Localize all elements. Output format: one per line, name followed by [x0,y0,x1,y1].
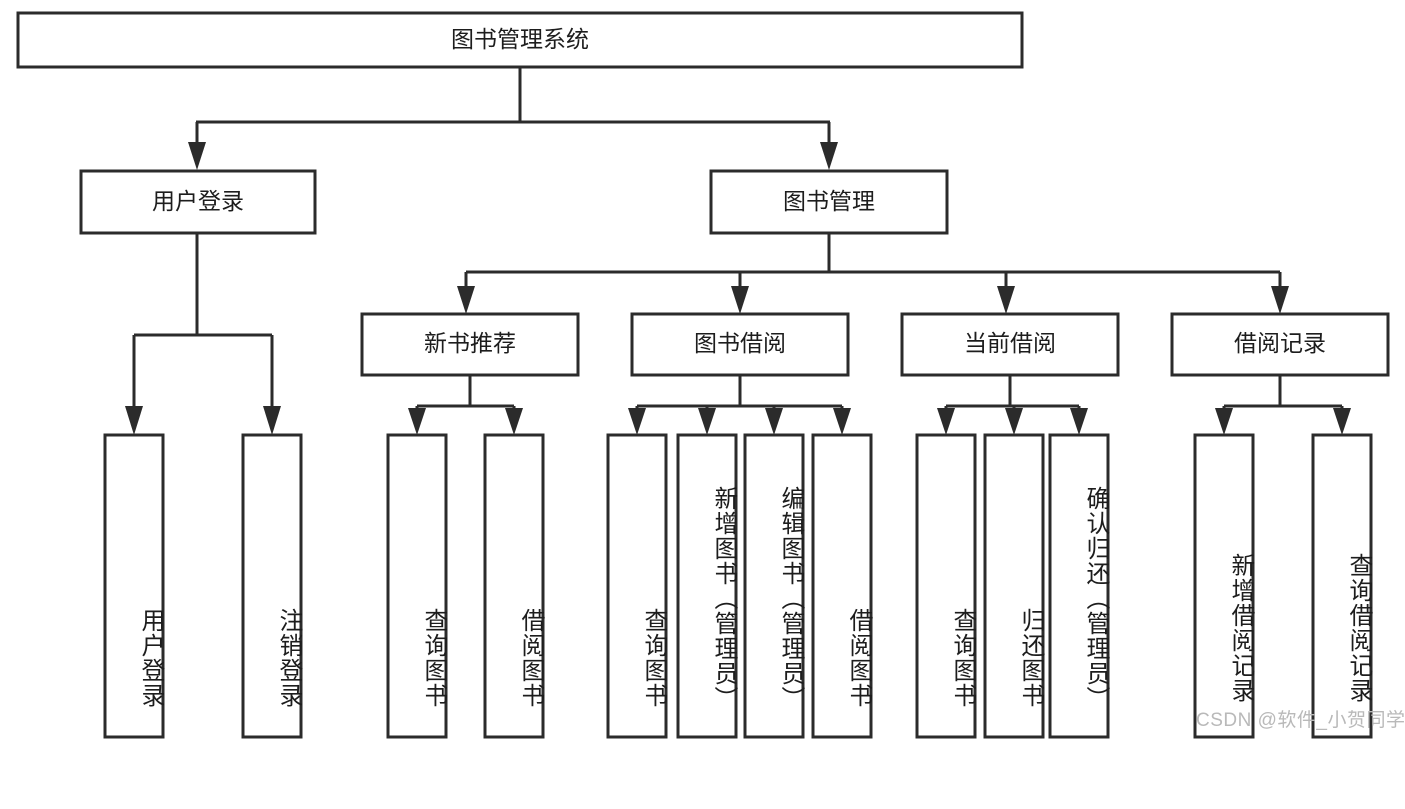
node-leaf-add-book-box[interactable] [676,433,738,739]
node-current-borrow[interactable]: 当前借阅 [900,312,1120,377]
node-current-borrow-box[interactable] [900,312,1120,377]
connector-group-current-borrow-children [937,375,1088,435]
node-leaf-user-logout-box[interactable] [241,433,303,739]
node-root-box[interactable] [16,11,1024,69]
arrow-head-borrow-record [1271,286,1289,314]
node-leaf-query-book-3-box[interactable] [915,433,977,739]
arrow-head-leaf-borrow-book-1 [505,408,523,435]
node-leaf-borrow-book-2-box[interactable] [811,433,873,739]
node-root[interactable]: 图书管理系统 [16,11,1024,69]
node-user-login[interactable]: 用户登录 [79,169,317,235]
node-new-book-rec-label: 新书推荐 [424,330,516,356]
node-book-borrow-box[interactable] [630,312,850,377]
node-book-manage-box[interactable] [709,169,949,235]
connector-group-new-book-rec-children [408,375,523,435]
node-leaf-add-record-box[interactable] [1193,433,1255,739]
node-leaf-edit-book-box[interactable] [743,433,805,739]
watermark-text: CSDN @软件_小贺同学 [1196,710,1405,731]
node-book-borrow-label: 图书借阅 [694,330,786,356]
node-book-manage[interactable]: 图书管理 [709,169,949,235]
arrow-head-book-manage [820,142,838,170]
node-leaf-user-login-box[interactable] [103,433,165,739]
node-user-login-box[interactable] [79,169,317,235]
arrow-head-leaf-query-record [1333,408,1351,435]
arrow-head-leaf-query-book-2 [628,408,646,435]
arrow-head-leaf-user-logout [263,406,281,435]
connector-group-book-manage-children [457,233,1289,314]
node-book-manage-label: 图书管理 [783,188,875,214]
arrow-head-leaf-query-book-1 [408,408,426,435]
arrow-head-current-borrow [997,286,1015,314]
leaf-boxes [103,433,1373,739]
node-leaf-return-book-box[interactable] [983,433,1045,739]
arrow-head-leaf-edit-book [765,408,783,435]
node-borrow-record[interactable]: 借阅记录 [1170,312,1390,377]
node-borrow-record-box[interactable] [1170,312,1390,377]
connector-group-user-login-children [125,233,281,435]
flowchart-svg: 图书管理系统 用户登录 图书管理 新书推荐 图书借阅 当前借阅 借阅记录 [16,11,1390,739]
node-leaf-query-book-2-box[interactable] [606,433,668,739]
arrow-head-user-login [188,142,206,170]
arrow-head-book-borrow [731,286,749,314]
arrow-head-leaf-user-login [125,406,143,435]
arrow-head-new-book-rec [457,286,475,314]
node-current-borrow-label: 当前借阅 [964,330,1056,356]
node-leaf-borrow-book-1-box[interactable] [483,433,545,739]
arrow-head-leaf-add-record [1215,408,1233,435]
arrow-head-leaf-query-book-3 [937,408,955,435]
node-new-book-rec[interactable]: 新书推荐 [360,312,580,377]
connector-group-borrow-record-children [1215,375,1351,435]
node-new-book-rec-box[interactable] [360,312,580,377]
node-root-label: 图书管理系统 [451,26,589,52]
arrow-head-leaf-add-book [698,408,716,435]
arrow-head-leaf-return-book [1005,408,1023,435]
node-leaf-confirm-return-box[interactable] [1048,433,1110,739]
node-borrow-record-label: 借阅记录 [1234,330,1326,356]
connector-group-book-borrow-children [628,375,851,435]
node-leaf-query-book-1-box[interactable] [386,433,448,739]
node-user-login-label: 用户登录 [152,188,244,214]
flowchart-canvas: 图书管理系统 用户登录 图书管理 新书推荐 图书借阅 当前借阅 借阅记录 [16,11,1405,739]
arrow-head-leaf-borrow-book-2 [833,408,851,435]
connector-group-root-to-level2 [188,67,838,170]
node-book-borrow[interactable]: 图书借阅 [630,312,850,377]
arrow-head-leaf-confirm-return [1070,408,1088,435]
node-leaf-query-record-box[interactable] [1311,433,1373,739]
